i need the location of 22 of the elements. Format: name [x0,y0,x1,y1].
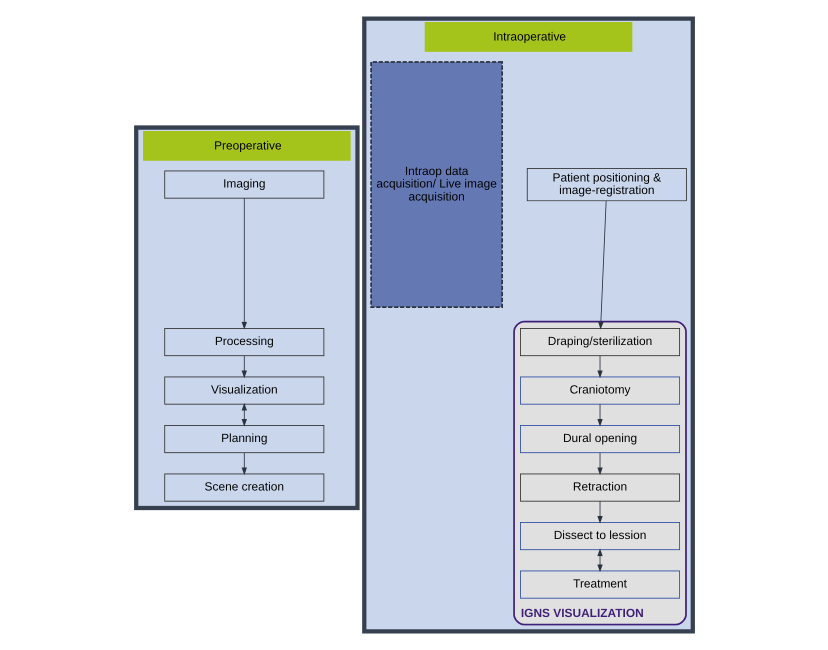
node-box: Retraction [520,474,680,502]
node-box: Draping/sterilization [520,328,680,356]
node-box: Intraop data acquisition/ Live image acquisition [370,61,502,308]
arrow [241,355,246,378]
arrow [596,500,602,524]
arrow [241,198,246,330]
node-box: Dissect to lession [520,522,680,550]
node-box: Planning [164,425,324,454]
node-box: Craniotomy [520,376,680,405]
node-box: Patient positioning & image-registration [526,168,686,202]
arrow [596,404,602,427]
arrow [241,452,246,476]
node-box: Treatment [520,570,680,599]
node-box: Processing [164,328,324,356]
node-box: Scene creation [164,474,324,502]
node-box: Dural opening [520,425,680,454]
arrow [596,355,602,378]
node-box: Visualization [164,376,324,405]
arrow [598,200,606,330]
arrow [596,452,602,476]
node-box: Imaging [164,170,324,199]
arrow [596,548,602,572]
